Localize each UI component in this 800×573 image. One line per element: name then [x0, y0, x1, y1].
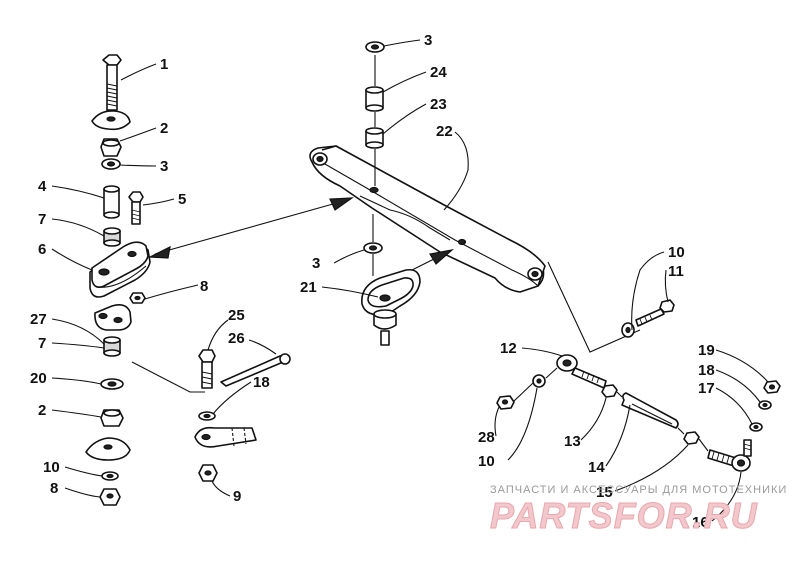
part-3-washer-left	[101, 158, 121, 170]
callout-3: 3	[160, 158, 168, 175]
part-8-nut-upper	[129, 292, 146, 304]
callout-24: 24	[430, 64, 447, 81]
callout-18-right: 18	[698, 362, 715, 379]
arrow-mount-to-beam	[411, 249, 455, 271]
assembly-line-left	[131, 361, 205, 393]
part-2-nut-lower	[100, 409, 124, 427]
callout-4: 4	[38, 178, 47, 195]
callout-5: 5	[178, 191, 186, 208]
part-10-washer-left	[101, 471, 119, 481]
part-21-pivot-mount	[361, 268, 421, 346]
callout-13: 13	[564, 433, 581, 450]
part-24-bushing	[365, 86, 384, 112]
leader-lines	[51, 39, 769, 522]
part-23-bushing	[365, 127, 384, 149]
callout-15: 15	[596, 484, 613, 501]
part-26-cotter-pin	[220, 353, 291, 387]
part-6-mount-bracket	[89, 241, 151, 298]
part-22-cross-beam	[309, 145, 546, 293]
part-28-nut	[496, 395, 515, 410]
part-9-nut	[198, 464, 218, 482]
callout-7-lower: 7	[38, 335, 46, 352]
part-5-bolt	[128, 191, 144, 225]
callout-20: 20	[30, 370, 47, 387]
assembly-line-right	[547, 261, 641, 353]
callout-21: 21	[300, 279, 317, 296]
part-7-bushing-upper	[103, 227, 121, 247]
callout-6: 6	[38, 241, 46, 258]
callout-12: 12	[500, 340, 517, 357]
callout-10-right-upper: 10	[668, 244, 685, 261]
part-1-bolt	[102, 54, 122, 111]
callout-3-top: 3	[424, 32, 432, 49]
part-17-washer	[749, 422, 763, 432]
lower-bracket-plate	[94, 304, 132, 331]
axis-tie-rod	[513, 367, 709, 452]
ball-joint-end	[194, 426, 257, 448]
part-4-spacer	[103, 185, 120, 219]
part-14-tie-rod-sleeve	[621, 392, 679, 429]
arrow-double-bracket-beam	[147, 197, 355, 259]
part-1-washer-plate	[91, 110, 131, 131]
callout-2: 2	[160, 120, 168, 137]
callout-23: 23	[430, 96, 447, 113]
callout-7: 7	[38, 211, 46, 228]
part-15-jam-nut	[683, 431, 700, 445]
callout-1: 1	[160, 56, 168, 73]
part-18-washer-right	[758, 400, 772, 410]
part-13-jam-nut	[601, 384, 618, 398]
callout-19: 19	[698, 342, 715, 359]
part-16-rod-end	[707, 439, 752, 472]
part-20-washer	[100, 378, 124, 390]
part-3-washer-top	[365, 41, 385, 53]
watermark-logo: PARTSFOR.RU	[490, 495, 758, 536]
part-11-bolt	[635, 299, 675, 327]
part-8-nut-lower	[99, 488, 121, 506]
part-3-washer-beam	[363, 242, 383, 254]
watermark: ЗАПЧАСТИ И АКСЕССУАРЫ ДЛЯ МОТОТЕХНИКИ PA…	[490, 484, 787, 537]
callout-14: 14	[588, 459, 605, 476]
callout-17: 17	[698, 380, 715, 397]
part-10-washer-right-lower	[532, 374, 546, 388]
part-10-washer-right-upper	[621, 322, 635, 338]
callout-16: 16	[692, 514, 709, 531]
watermark-tagline: ЗАПЧАСТИ И АКСЕССУАРЫ ДЛЯ МОТОТЕХНИКИ	[490, 484, 787, 496]
callout-2-lower: 2	[38, 402, 46, 419]
callout-3-beam: 3	[312, 255, 320, 272]
callout-10-right-lower: 10	[478, 453, 495, 470]
part-25-bolt	[198, 349, 216, 389]
lower-mount-plate	[85, 437, 131, 461]
part-2-nut-top	[100, 138, 122, 157]
callout-10-left: 10	[43, 459, 60, 476]
callout-18-middle: 18	[253, 374, 270, 391]
part-12-rod-end	[556, 354, 607, 389]
callout-9: 9	[233, 488, 241, 505]
callout-27: 27	[30, 311, 47, 328]
callout-11: 11	[668, 263, 684, 280]
callout-26: 26	[228, 330, 245, 347]
callout-numbers: 1 2 3 4 5 7 6 8 27 7 20 2 10 8 25 26 18 …	[30, 32, 715, 531]
callout-22: 22	[436, 123, 453, 140]
callout-28: 28	[478, 429, 495, 446]
part-19-nut	[763, 380, 781, 394]
callout-8: 8	[200, 278, 208, 295]
callout-8-lower: 8	[50, 480, 58, 497]
part-18-washer-middle	[198, 411, 216, 421]
part-7-bushing-lower	[103, 336, 121, 357]
callout-25: 25	[228, 307, 245, 324]
